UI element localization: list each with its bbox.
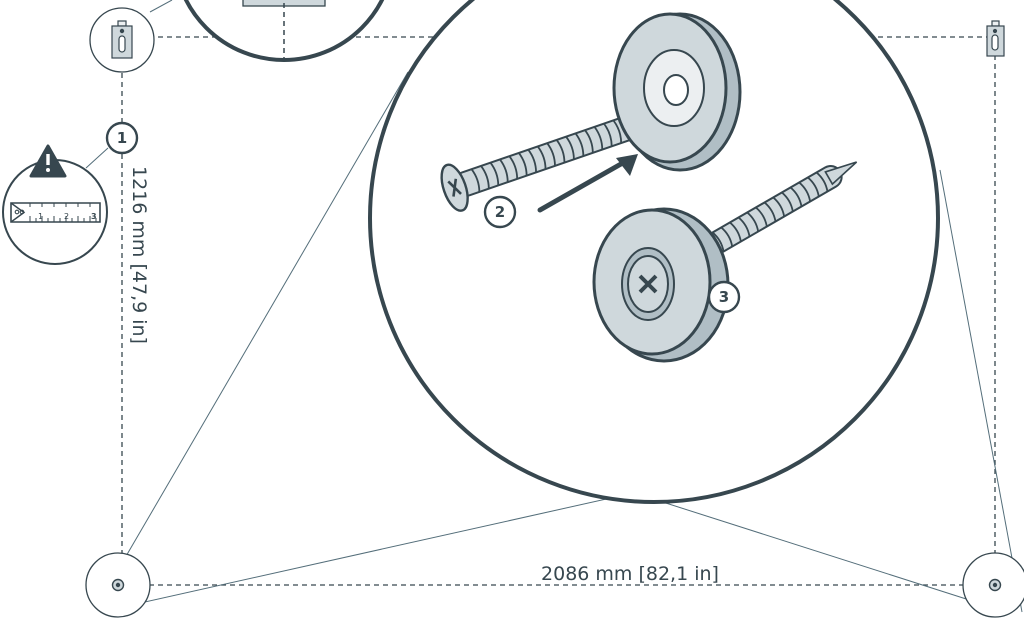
anchor-point-icon bbox=[988, 578, 1002, 592]
wall-bracket-icon bbox=[111, 20, 133, 59]
height-dimension-label: 1216 mm [47,9 in] bbox=[128, 166, 150, 344]
top-detail-circle bbox=[183, 0, 385, 62]
tape-mark-3: 3 bbox=[91, 212, 97, 221]
washer-icon bbox=[592, 207, 730, 363]
tape-mark-1: 1 bbox=[38, 212, 43, 221]
tape-measure-icon: 1 2 3 bbox=[10, 202, 101, 223]
step-3-number: 3 bbox=[719, 288, 729, 306]
step-2-marker: 2 bbox=[483, 195, 517, 229]
top-left-anchor bbox=[89, 7, 155, 73]
step-1-marker: 1 bbox=[105, 121, 139, 155]
warning-icon bbox=[29, 144, 67, 178]
step-3-marker: 3 bbox=[707, 280, 741, 314]
bottom-left-anchor bbox=[85, 552, 151, 618]
width-dimension-label: 2086 mm [82,1 in] bbox=[541, 563, 719, 585]
bottom-right-anchor bbox=[962, 552, 1024, 618]
wall-bracket-icon bbox=[986, 20, 1005, 57]
arrow-icon bbox=[537, 154, 638, 213]
step-1-number: 1 bbox=[117, 129, 127, 147]
tape-mark-2: 2 bbox=[64, 212, 69, 221]
zoom-detail-circle bbox=[368, 0, 940, 504]
callout-lines bbox=[85, 0, 1023, 613]
measure-circle: 1 2 3 bbox=[2, 144, 108, 265]
washer-icon bbox=[612, 12, 742, 172]
anchor-point-icon bbox=[111, 578, 125, 592]
step-2-number: 2 bbox=[495, 203, 505, 221]
